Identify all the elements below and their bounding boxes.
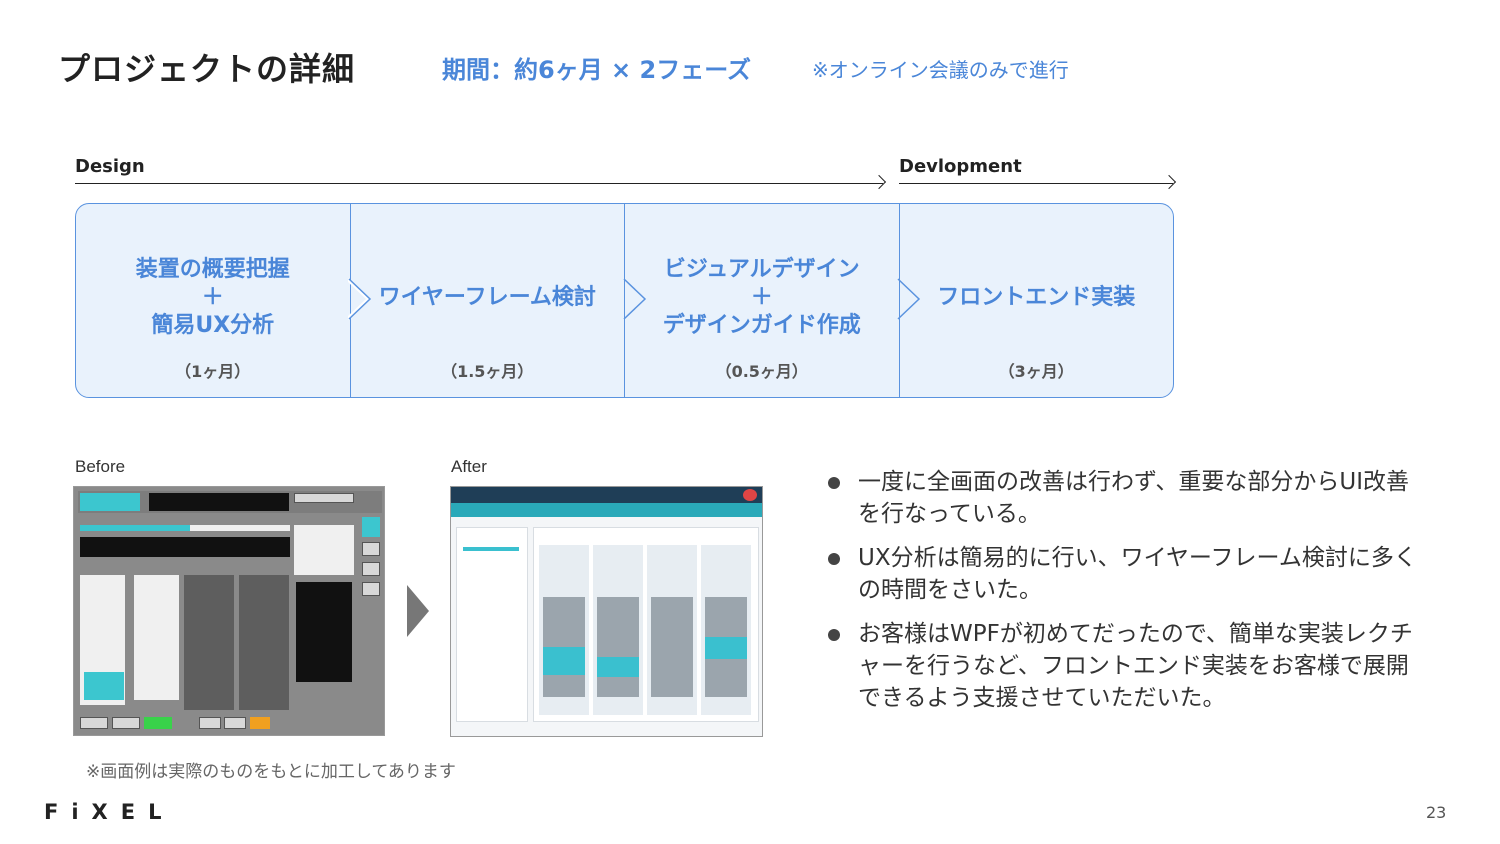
after-highlight: [543, 647, 585, 675]
page-title: プロジェクトの詳細: [58, 50, 356, 88]
after-highlight: [597, 657, 639, 677]
bullet-text: 一度に全画面の改善は行わず、重要な部分からUI改善を行なっている。: [858, 469, 1410, 527]
before-side-button: [362, 562, 380, 576]
bullet-item: UX分析は簡易的に行い、ワイヤーフレーム検討に多くの時間をさいた。: [826, 542, 1426, 606]
before-bottom-button: [224, 717, 246, 729]
bullet-text: UX分析は簡易的に行い、ワイヤーフレーム検討に多くの時間をさいた。: [858, 545, 1417, 603]
chevron-right-icon: [897, 278, 921, 320]
after-stripes: [651, 597, 693, 697]
before-side-table: [294, 525, 354, 575]
bullet-item: 一度に全画面の改善は行わず、重要な部分からUI改善を行なっている。: [826, 466, 1426, 530]
bullet-dot-icon: [828, 629, 840, 641]
before-label: Before: [75, 457, 126, 476]
project-period: 期間：約6ヶ月 × 2フェーズ: [442, 56, 752, 84]
before-bottom-button: [80, 717, 108, 729]
bullet-text: お客様はWPFが初めてだったので、簡単な実装レクチャーを行うなど、フロントエンド…: [858, 621, 1413, 711]
bullet-dot-icon: [828, 553, 840, 565]
before-list-selected: [84, 672, 124, 700]
step-duration: （0.5ヶ月）: [715, 362, 808, 381]
step-title: ワイヤーフレーム検討: [351, 204, 625, 397]
before-bottom-button: [199, 717, 221, 729]
step-wireframe: ワイヤーフレーム検討 （1.5ヶ月）: [349, 204, 625, 397]
step-line: デザインガイド作成: [662, 313, 861, 338]
phase-label-development: Devlopment: [899, 156, 1022, 177]
chevron-right-icon: [348, 278, 372, 320]
before-bottom-button: [112, 717, 140, 729]
development-arrow-line: [899, 183, 1173, 184]
step-line: ＋: [201, 285, 224, 310]
after-screenshot: [450, 486, 763, 737]
design-arrow-head-icon: [871, 174, 887, 190]
before-green-button: [144, 717, 172, 729]
step-frontend: フロントエンド実装 （3ヶ月）: [898, 204, 1174, 397]
design-arrow-line: [75, 183, 883, 184]
step-overview-ux: 装置の概要把握 ＋ 簡易UX分析 （1ヶ月）: [76, 204, 350, 397]
before-list-2: [134, 575, 179, 700]
step-duration: （1.5ヶ月）: [441, 362, 534, 381]
before-panel-4: [239, 575, 289, 710]
after-label: After: [451, 457, 487, 476]
before-status-block: [149, 493, 289, 511]
after-stripes: [597, 597, 639, 697]
before-screenshot: [73, 486, 385, 736]
after-left-panel: [456, 527, 528, 722]
before-side-button: [362, 542, 380, 556]
company-logo: FiXEL: [44, 800, 175, 824]
page-number: 23: [1426, 803, 1447, 822]
step-duration: （3ヶ月）: [998, 362, 1074, 381]
before-logo-block: [80, 493, 140, 511]
bullet-dot-icon: [828, 477, 840, 489]
play-arrow-icon: [407, 585, 429, 637]
meeting-note: ※オンライン会議のみで進行: [812, 58, 1069, 82]
step-line: ビジュアルデザイン: [663, 257, 860, 282]
before-grid-top: [80, 537, 290, 557]
step-line: フロントエンド実装: [937, 285, 1136, 310]
development-arrow-head-icon: [1161, 174, 1177, 190]
before-bar-cyan: [80, 525, 190, 531]
before-button: [294, 493, 354, 503]
after-highlight: [705, 637, 747, 659]
step-line: 簡易UX分析: [151, 313, 275, 338]
before-side-button: [362, 582, 380, 596]
step-line: 装置の概要把握: [135, 257, 290, 282]
bullet-list: 一度に全画面の改善は行わず、重要な部分からUI改善を行なっている。 UX分析は簡…: [826, 466, 1426, 726]
process-flow: 装置の概要把握 ＋ 簡易UX分析 （1ヶ月） ワイヤーフレーム検討 （1.5ヶ月…: [75, 203, 1174, 398]
step-visual-design: ビジュアルデザイン ＋ デザインガイド作成 （0.5ヶ月）: [624, 204, 899, 397]
before-side-button: [362, 517, 380, 537]
after-progress: [463, 547, 519, 551]
bullet-item: お客様はWPFが初めてだったので、簡単な実装レクチャーを行うなど、フロントエンド…: [826, 618, 1426, 714]
step-title: フロントエンド実装: [900, 204, 1174, 397]
alert-icon: [743, 489, 757, 501]
step-line: ワイヤーフレーム検討: [378, 285, 596, 310]
before-orange-button: [250, 717, 270, 729]
before-side-grid: [296, 582, 352, 682]
phase-label-design: Design: [75, 156, 145, 177]
step-title: 装置の概要把握 ＋ 簡易UX分析: [76, 204, 350, 397]
step-duration: （1ヶ月）: [175, 362, 251, 381]
after-tab-bar: [451, 503, 762, 517]
screenshot-caption: ※画面例は実際のものをもとに加工してあります: [86, 762, 456, 782]
before-panel-3: [184, 575, 234, 710]
chevron-right-icon: [623, 278, 647, 320]
step-title: ビジュアルデザイン ＋ デザインガイド作成: [625, 204, 899, 397]
step-line: ＋: [750, 285, 773, 310]
